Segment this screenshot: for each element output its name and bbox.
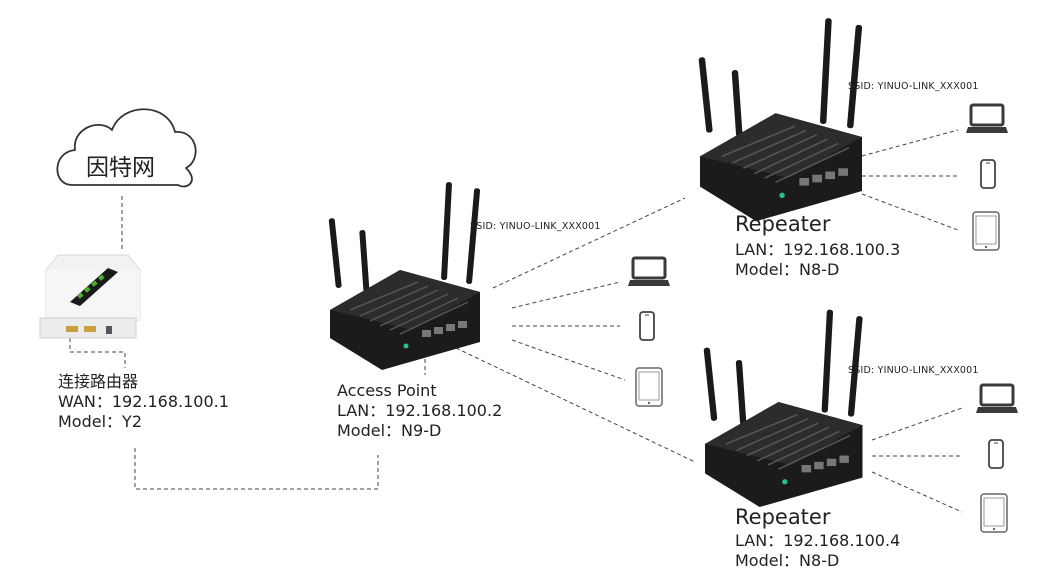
main-router-name: 连接路由器 (58, 372, 139, 391)
router-to-ap-cable (134, 448, 379, 490)
phone-icon (988, 439, 1004, 469)
repeater-top-model: Model：N8-D (735, 260, 840, 279)
tablet-icon (635, 367, 663, 407)
repeater-bottom-name: Repeater (735, 505, 831, 529)
laptop-icon (974, 383, 1020, 415)
phone-icon (980, 159, 996, 189)
access-point-lan: LAN：192.168.100.2 (337, 401, 503, 420)
main-router-wan: WAN：192.168.100.1 (58, 392, 229, 411)
repeater-bottom-lan: LAN：192.168.100.4 (735, 531, 901, 550)
ap-laptop-link (511, 281, 621, 309)
tablet-icon (980, 493, 1008, 533)
access-point-ssid: SSID: YINUO-LINK_XXX001 (470, 221, 601, 232)
main-router-model: Model：Y2 (58, 412, 142, 431)
repeater-top-router-icon (697, 17, 864, 223)
phone-icon (639, 311, 655, 341)
access-point-model: Model：N9-D (337, 421, 442, 440)
repeater-top-ssid: SSID: YINUO-LINK_XXX001 (848, 81, 979, 92)
repeater-top-name: Repeater (735, 212, 831, 236)
repeater-bottom-router-icon (702, 308, 864, 508)
repeater-top-lan: LAN：192.168.100.3 (735, 240, 901, 259)
internet-label: 因特网 (86, 155, 155, 181)
ap-to-repeater-bottom-link (455, 347, 696, 463)
repeater-bottom-model: Model：N8-D (735, 551, 840, 570)
repeater-bottom-ssid: SSID: YINUO-LINK_XXX001 (848, 365, 979, 376)
access-point-name: Access Point (337, 381, 437, 400)
laptop-icon (626, 256, 672, 288)
access-point-router-icon (327, 181, 482, 371)
main-router-icon (39, 254, 141, 339)
router-port-line (69, 338, 126, 368)
ap-to-repeater-top-link (492, 197, 686, 289)
laptop-icon (964, 103, 1010, 135)
cloud-icon (56, 108, 197, 188)
tablet-icon (972, 211, 1000, 251)
